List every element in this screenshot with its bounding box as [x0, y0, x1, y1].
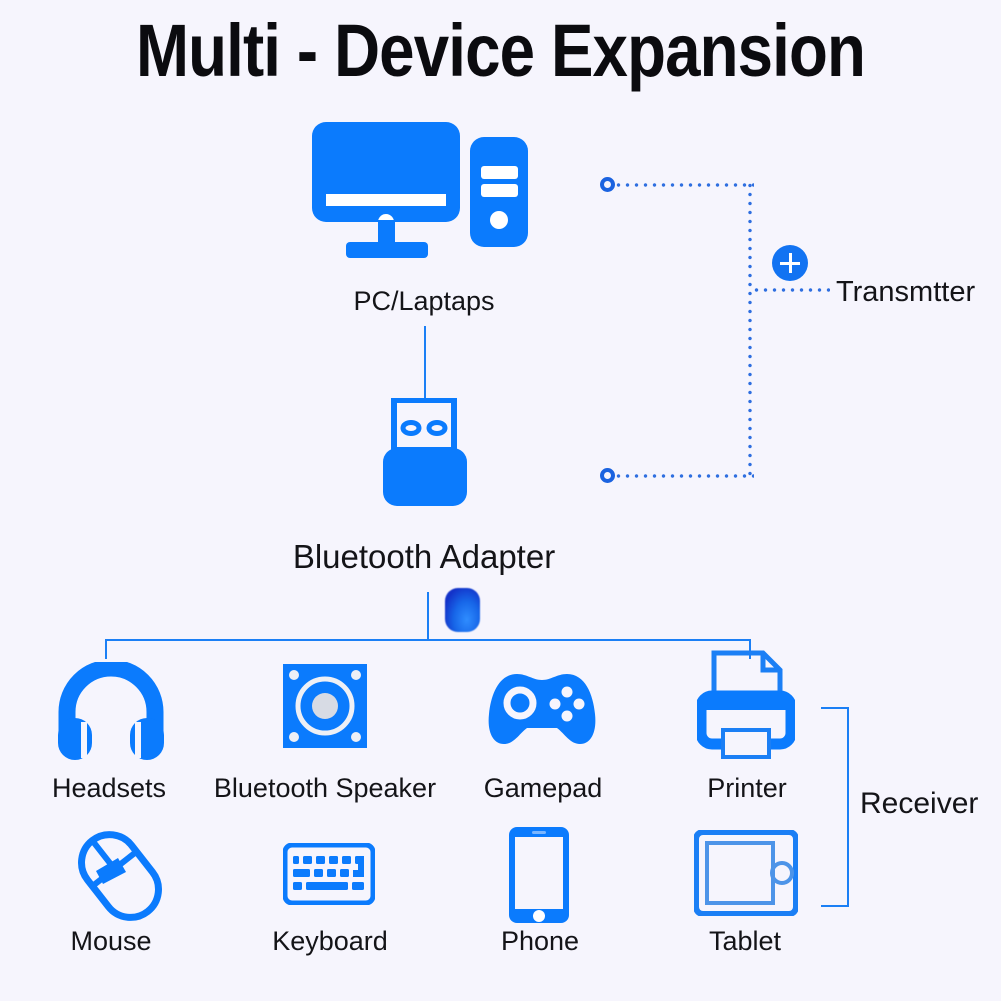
page-title: Multi - Device Expansion: [135, 9, 866, 92]
printer-icon: [697, 650, 795, 760]
plus-circle-icon: [772, 245, 808, 281]
transmitter-label: Transmtter: [836, 276, 976, 308]
bus-drop-left: [105, 639, 107, 659]
smartphone-icon: [508, 826, 570, 924]
transmitter-dotted-line-top: [614, 183, 754, 187]
receiver-bracket-spine: [847, 707, 849, 907]
device-label-gamepad: Gamepad: [483, 773, 603, 803]
transmitter-endpoint-top-icon: [600, 177, 615, 192]
device-label-speaker: Bluetooth Speaker: [213, 773, 437, 803]
keyboard-icon: [283, 843, 375, 905]
receiver-label: Receiver: [860, 787, 979, 820]
transmitter-dotted-line-vertical: [748, 181, 752, 477]
receiver-bracket-bottom-stub: [821, 905, 849, 907]
device-label-mouse: Mouse: [70, 926, 152, 956]
device-label-phone: Phone: [500, 926, 580, 956]
device-label-printer: Printer: [707, 773, 787, 803]
device-bus-line: [105, 639, 751, 641]
gamepad-icon: [487, 670, 597, 746]
connector-pc-to-adapter: [424, 326, 426, 398]
device-label-keyboard: Keyboard: [272, 926, 388, 956]
bus-drop-right: [749, 639, 751, 659]
mouse-icon: [65, 828, 175, 924]
desktop-computer-icon: [310, 122, 530, 262]
transmitter-endpoint-bottom-icon: [600, 468, 615, 483]
speaker-icon: [283, 664, 367, 748]
receiver-bracket-top-stub: [821, 707, 849, 709]
pc-label: PC/Laptaps: [353, 286, 495, 316]
transmitter-dotted-line-bottom: [614, 474, 754, 478]
bluetooth-logo-icon: [445, 588, 480, 632]
device-label-headsets: Headsets: [51, 773, 167, 803]
headphones-icon: [57, 662, 165, 764]
adapter-label: Bluetooth Adapter: [292, 538, 556, 575]
connector-adapter-to-bus: [427, 592, 429, 640]
tablet-icon: [694, 830, 798, 916]
usb-dongle-icon: [381, 398, 473, 508]
device-label-tablet: Tablet: [708, 926, 782, 956]
transmitter-dotted-line-label: [752, 288, 830, 292]
